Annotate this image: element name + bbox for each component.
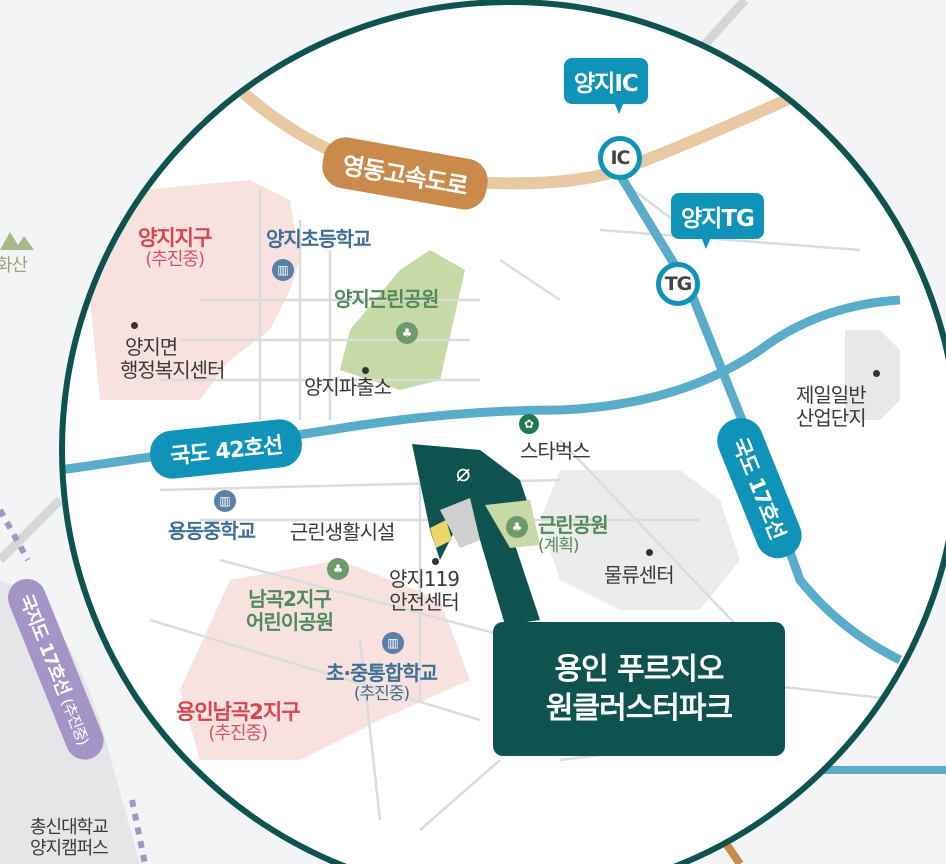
yangji-district-label: 양지지구 (추진중) <box>138 226 212 271</box>
district-status: (추진중) <box>145 249 205 271</box>
namgok2-district-label: 용인남곡2지구 (추진중) <box>176 700 301 745</box>
tg-node: TG <box>656 262 700 306</box>
place-name: 총신대학교 <box>30 817 109 838</box>
yangji-park-label: 양지근린공원 <box>334 287 439 311</box>
school-icon: ▥ <box>214 490 236 512</box>
logistics-center-label: 물류센터 <box>604 563 675 587</box>
location-dot <box>131 322 138 329</box>
namgok-childrens-park-label: 남곡2지구 어린이공원 <box>246 587 334 634</box>
site-logo-icon: ⌀ <box>456 459 470 487</box>
project-title-line2: 원클러스터파크 <box>545 691 733 726</box>
chongshin-univ-label: 총신대학교 양지캠퍼스 <box>30 817 109 859</box>
park-icon: ♣ <box>327 558 349 580</box>
neighborhood-facility-label: 근린생활시설 <box>290 520 395 544</box>
district-status: (추진중) <box>208 723 268 745</box>
yangji-office-label: 양지면 행정복지센터 <box>120 335 225 382</box>
project-title-line1: 용인 푸르지오 <box>554 652 724 687</box>
ic-node: IC <box>598 136 642 180</box>
industrial-complex-label: 제일일반 산업단지 <box>796 383 867 430</box>
place-name-line2: 행정복지센터 <box>120 358 225 382</box>
place-name-line2: 안전센터 <box>389 590 460 614</box>
location-dot <box>362 367 369 374</box>
planned-park-label: 근린공원 (계획) <box>538 513 609 557</box>
mountain-icon <box>0 232 34 250</box>
yangji-ic-callout: 양지IC <box>564 58 648 114</box>
school-icon: ▥ <box>272 259 294 281</box>
place-name: 양지면 <box>125 335 178 359</box>
district-name: 용인남곡2지구 <box>176 700 301 724</box>
school-icon: ▥ <box>382 632 404 654</box>
starbucks-icon: ✿ <box>519 414 539 434</box>
park-name-line2: 어린이공원 <box>246 610 334 634</box>
park-status: (계획) <box>538 536 580 556</box>
project-title-box: 용인 푸르지오 원클러스터파크 <box>493 622 785 756</box>
yangji-tg-callout: 양지TG <box>671 193 764 249</box>
location-dot <box>646 549 653 556</box>
district-name: 양지지구 <box>138 226 212 250</box>
yangji-elementary-label: 양지초등학교 <box>266 227 371 251</box>
starbucks-label: 스타벅스 <box>520 439 591 463</box>
integrated-school-label: 초·중통합학교 (추진중) <box>326 661 438 705</box>
park-icon: ♣ <box>506 516 528 538</box>
yongdong-middle-label: 용동중학교 <box>168 519 256 543</box>
park-name: 남곡2지구 <box>248 587 332 611</box>
school-name: 초·중통합학교 <box>326 661 438 685</box>
place-name-line2: 양지캠퍼스 <box>30 837 109 859</box>
park-name: 근린공원 <box>538 513 609 537</box>
park-icon: ♣ <box>396 322 418 344</box>
location-dot <box>432 558 439 565</box>
place-name: 양지119 <box>389 567 460 591</box>
police-box-label: 양지파출소 <box>304 375 392 399</box>
mountain-label: 화산 <box>0 255 28 276</box>
place-name: 제일일반 <box>796 383 867 407</box>
place-name-line2: 산업단지 <box>796 406 867 430</box>
fire-station-label: 양지119 안전센터 <box>389 567 460 614</box>
school-status: (추진중) <box>353 684 410 704</box>
location-dot <box>873 370 880 377</box>
